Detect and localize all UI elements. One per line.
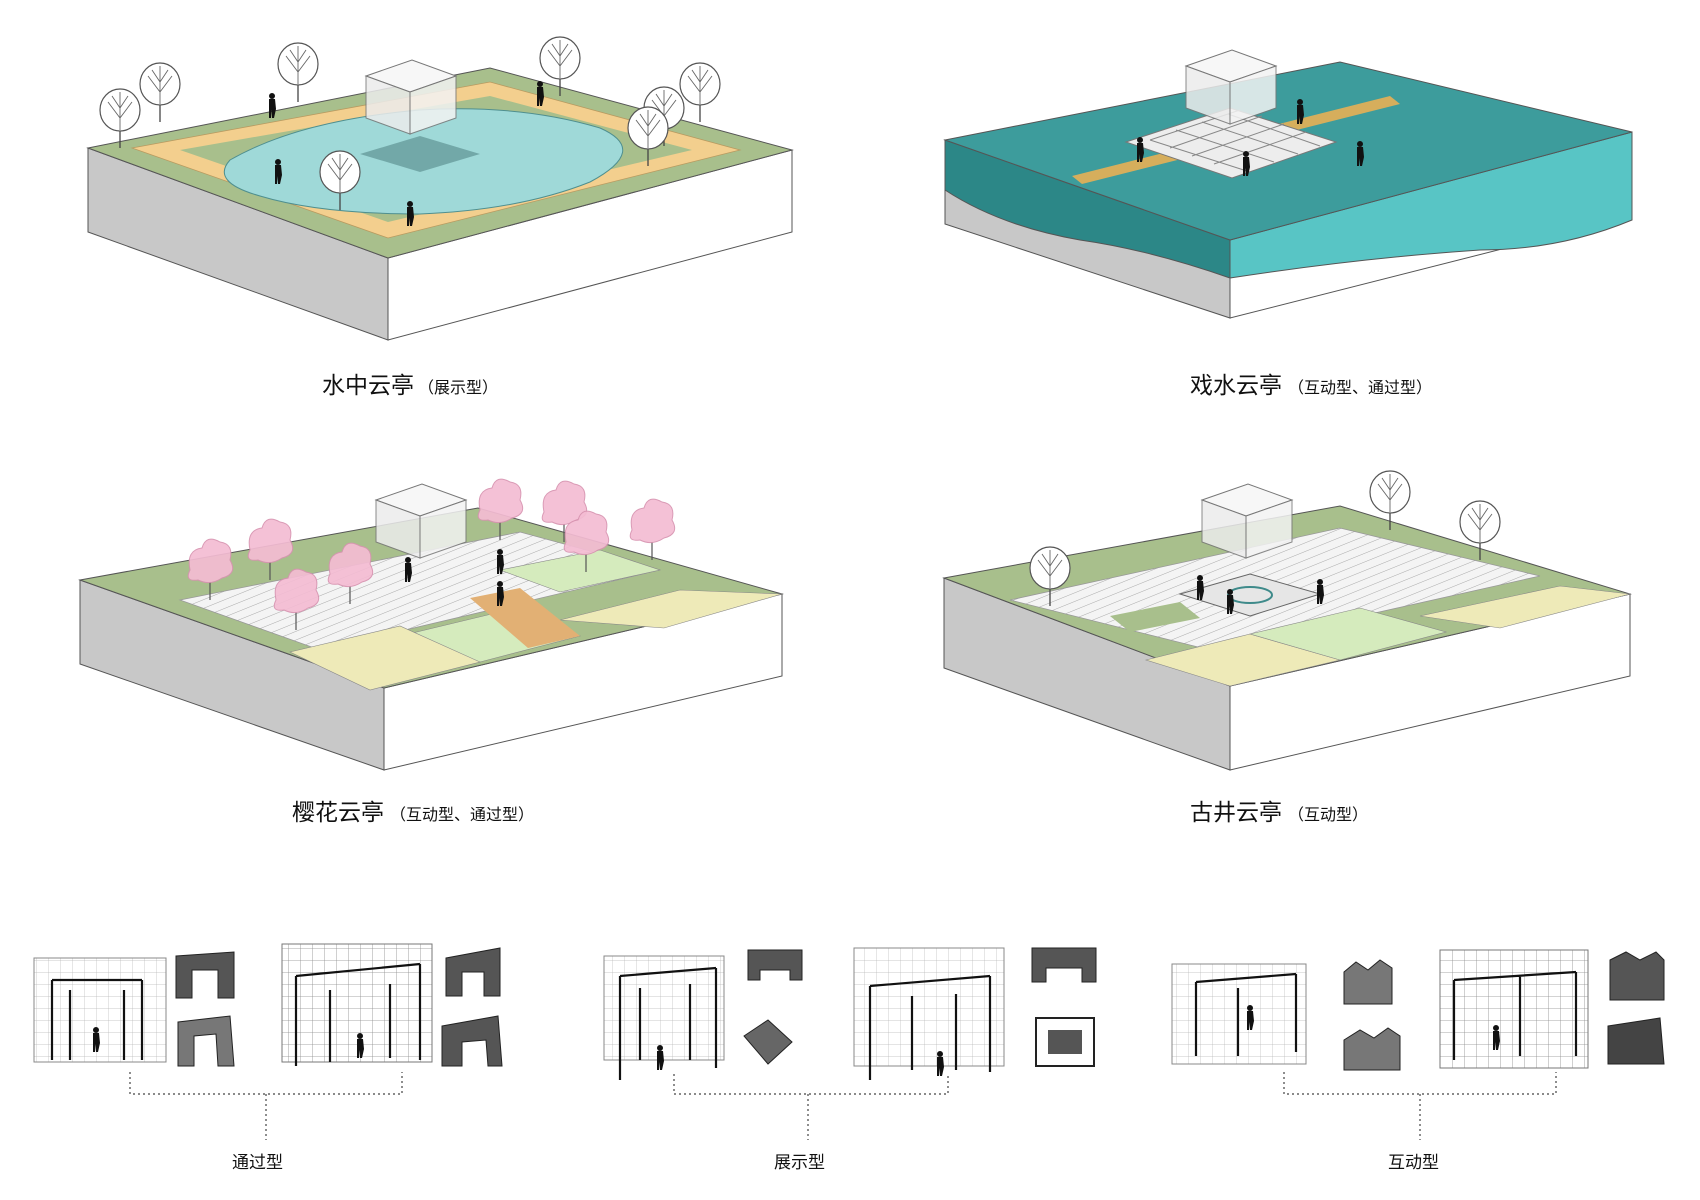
frame-structure: [294, 962, 422, 1066]
block-form: [1048, 1030, 1082, 1054]
frame-group-interactive: [1171, 949, 1665, 1140]
block-form: [1343, 1027, 1401, 1071]
block-form: [1609, 951, 1665, 1001]
pool-center: [360, 136, 480, 172]
tree: [679, 62, 721, 123]
cherry-tree: [629, 498, 676, 561]
block-form: [445, 947, 501, 997]
frame-group-display: [603, 947, 1097, 1140]
glass-pavilion: [375, 483, 467, 559]
panel-4-title: 古井云亭: [1190, 800, 1282, 826]
frame-structure: [868, 974, 992, 1080]
bracket: [129, 1072, 403, 1140]
block-form: [177, 1015, 235, 1067]
glass-pavilion: [365, 59, 457, 135]
glass-pavilion: [1201, 483, 1293, 559]
frame-structure: [1452, 970, 1578, 1060]
platform-grid: [1124, 107, 1338, 179]
frame-structure: [618, 966, 718, 1080]
field-light-yellow: [559, 589, 783, 629]
bracket: [673, 1074, 949, 1140]
panel-1-title: 水中云亭: [322, 373, 414, 399]
platform-slats: [1149, 109, 1321, 173]
panel-play-water-pavilion: [943, 49, 1633, 319]
field-light-green: [1248, 607, 1448, 661]
block-form: [441, 1015, 503, 1067]
lawn-wedge: [1110, 602, 1200, 632]
frame-wireframe: [1439, 949, 1589, 1069]
type-label-passage: 通过型: [232, 1153, 283, 1173]
water-right-section: [1229, 131, 1633, 279]
field-light-green: [498, 549, 662, 593]
type-label-display: 展示型: [774, 1153, 825, 1173]
field-light-yellow: [1419, 585, 1631, 629]
frame-wireframe: [853, 947, 1005, 1067]
tree: [277, 42, 319, 103]
panel-cherry-pavilion: [78, 478, 784, 771]
block-form: [1607, 1017, 1665, 1065]
bracket: [1283, 1072, 1557, 1140]
block-form: [743, 1019, 793, 1065]
panel-1-type: （展示型）: [418, 378, 498, 397]
block-form: [747, 949, 803, 981]
frame-structure: [50, 978, 144, 1060]
panel-3-type: （互动型、通过型）: [390, 805, 534, 824]
panel-water-pavilion: [86, 36, 794, 341]
block-form: [1031, 947, 1097, 983]
panel-old-well-pavilion: [942, 470, 1632, 771]
frame-structure: [1194, 972, 1298, 1056]
panel-3-title: 樱花云亭: [292, 800, 384, 826]
panel-2-type: （互动型、通过型）: [1288, 378, 1432, 397]
frame-group-passage: [33, 943, 503, 1140]
glass-pavilion: [1185, 49, 1277, 125]
field-light-yellow: [289, 625, 481, 691]
panel-4-type: （互动型）: [1288, 805, 1368, 824]
tree: [139, 62, 181, 123]
block-form: [175, 951, 235, 999]
panel-2-title: 戏水云亭: [1190, 373, 1282, 399]
water-left-section: [944, 139, 1231, 279]
frame-wireframe: [33, 957, 167, 1063]
block-form: [1343, 959, 1393, 1005]
type-label-interactive: 互动型: [1388, 1153, 1439, 1173]
